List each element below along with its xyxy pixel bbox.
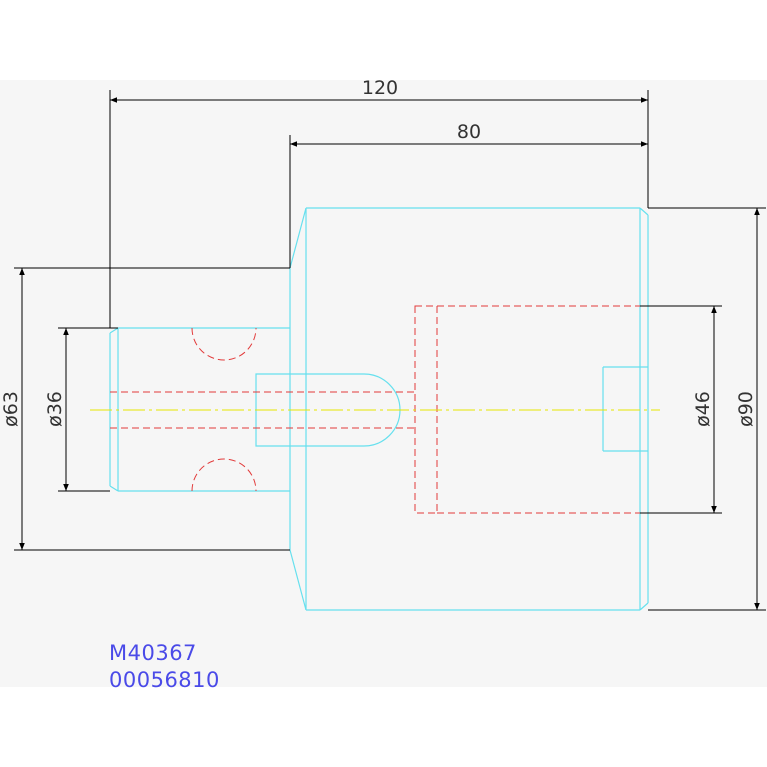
model-code: M40367 [109, 641, 197, 665]
dim-overall-length: 120 [109, 77, 649, 329]
dim-63-label: ø63 [0, 391, 22, 427]
drawing-sheet [0, 80, 767, 687]
dim-dia-90: ø90 [648, 207, 766, 611]
dim-dia-36: ø36 [44, 327, 110, 492]
dim-46-label: ø46 [692, 391, 714, 427]
part-number: 00056810 [109, 668, 220, 692]
hidden-features [110, 305, 640, 514]
dim-80-label: 80 [457, 121, 481, 143]
dim-36-label: ø36 [44, 391, 66, 427]
dim-dia-46: ø46 [640, 305, 722, 514]
dim-90-label: ø90 [735, 391, 757, 427]
dim-120-label: 120 [362, 77, 398, 99]
dim-dia-63: ø63 [0, 267, 290, 551]
dim-body-length: 80 [289, 121, 648, 268]
